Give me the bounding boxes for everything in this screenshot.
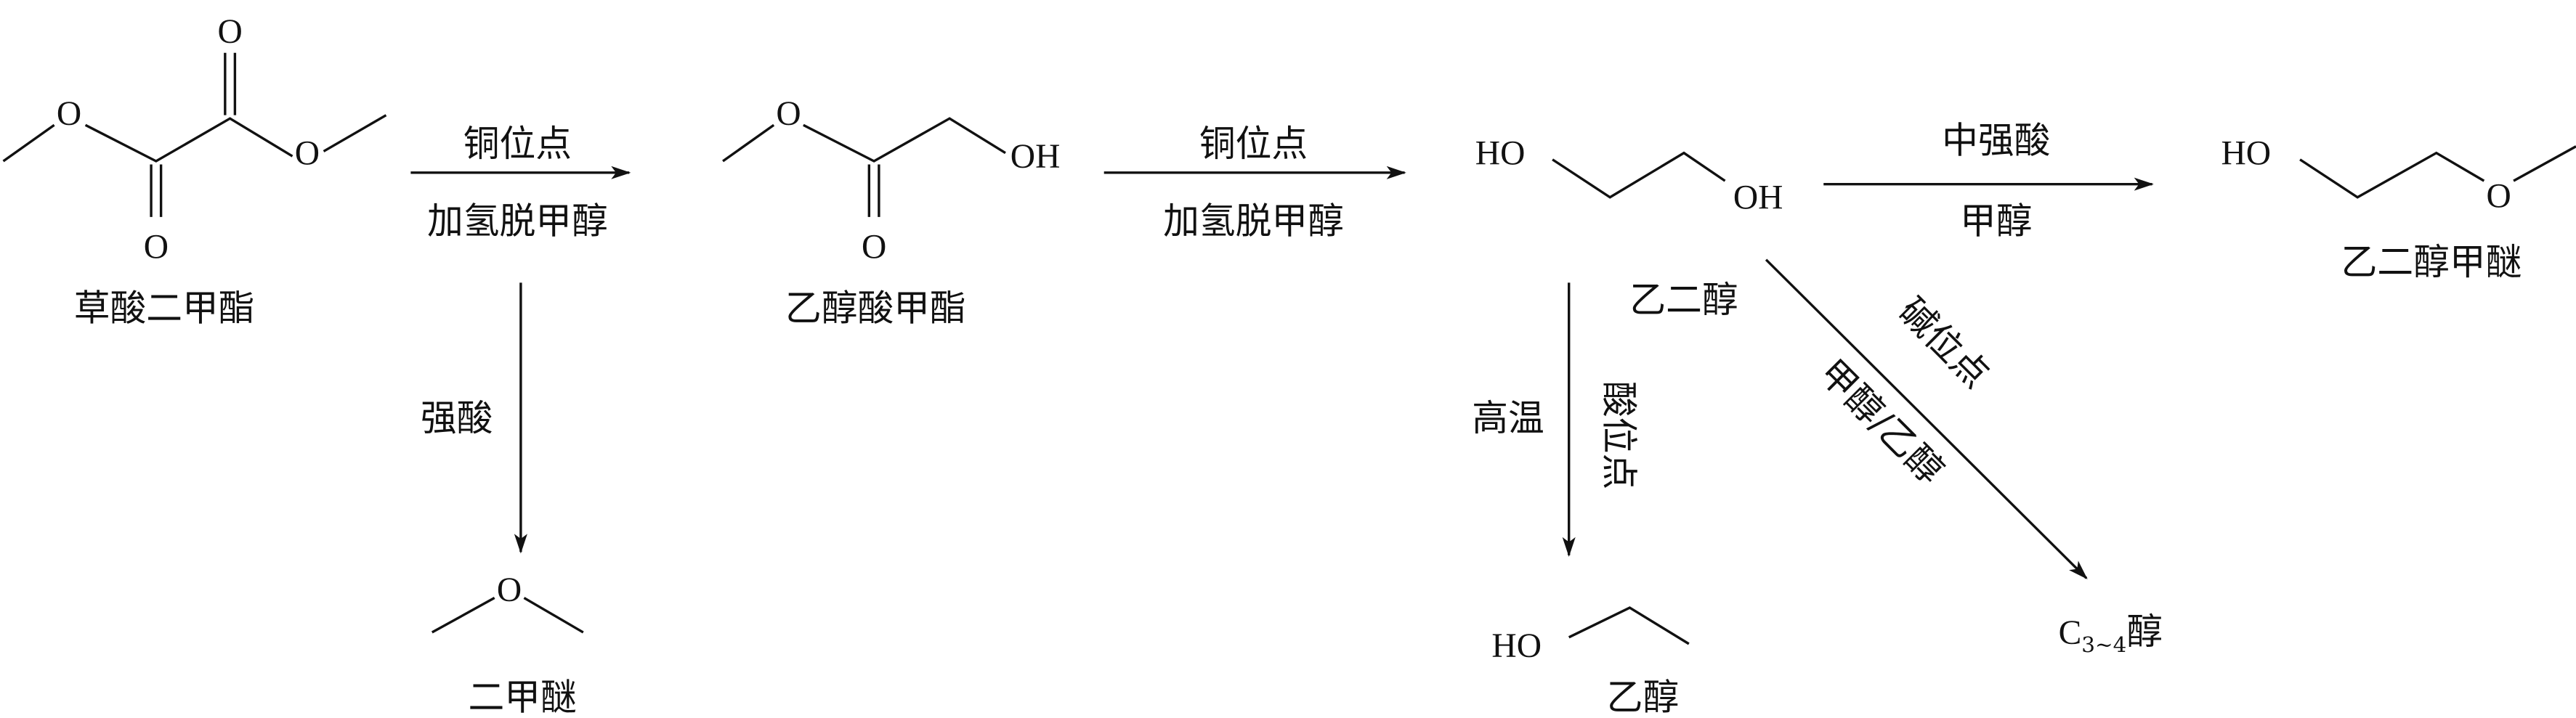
- step2-condition-top: 铜位点: [1199, 123, 1308, 165]
- atom-o: O: [217, 13, 242, 51]
- ethanol-structure: HO: [1491, 606, 1690, 665]
- methyl-glycolate-label: 乙醇酸甲酯: [785, 287, 966, 329]
- svg-text:O: O: [497, 571, 522, 609]
- dimethyl-oxalate-label: 草酸二甲酯: [74, 287, 255, 329]
- high-temp-label: 高温: [1472, 397, 1544, 439]
- svg-text:O: O: [2487, 177, 2511, 215]
- step1-condition-top: 铜位点: [463, 123, 572, 165]
- methanol-ethanol-label: 甲醇/乙醇: [1811, 351, 1952, 492]
- atom-o: O: [295, 135, 320, 173]
- svg-text:OH: OH: [1010, 138, 1061, 176]
- step2-condition-bottom: 加氢脱甲醇: [1163, 200, 1344, 242]
- dimethyl-ether-structure: O: [431, 571, 584, 634]
- methyl-glycolate-structure: O O OH: [722, 95, 1061, 266]
- strong-acid-label: 强酸: [421, 397, 493, 439]
- dimethyl-ether-label: 二甲醚: [469, 676, 577, 718]
- step1-condition-bottom: 加氢脱甲醇: [427, 200, 608, 242]
- svg-text:O: O: [862, 228, 886, 266]
- svg-text:HO: HO: [1491, 627, 1542, 665]
- ethanol-label: 乙醇: [1607, 676, 1680, 718]
- arrow-step5: [1765, 258, 2088, 580]
- glycol-methyl-ether-label: 乙二醇甲醚: [2341, 241, 2522, 283]
- dimethyl-oxalate-structure: O O O O: [2, 13, 387, 266]
- ethylene-glycol-structure: HO OH: [1475, 135, 1783, 217]
- c34-alcohol-label: C3~4醇: [2059, 611, 2163, 657]
- glycol-methyl-ether-structure: HO O: [2221, 135, 2576, 215]
- base-site-label: 碱位点: [1891, 290, 1998, 396]
- svg-text:HO: HO: [1475, 135, 1526, 173]
- atom-o: O: [144, 228, 169, 266]
- ethylene-glycol-label: 乙二醇: [1629, 279, 1738, 321]
- svg-text:OH: OH: [1733, 179, 1783, 217]
- acid-site-label: 酸位点: [1598, 381, 1640, 489]
- atom-o: O: [57, 95, 81, 133]
- step3-condition-top: 中强酸: [1942, 120, 2050, 162]
- step3-condition-bottom: 甲醇: [1960, 200, 2033, 242]
- svg-text:O: O: [776, 95, 801, 133]
- svg-text:HO: HO: [2221, 135, 2272, 173]
